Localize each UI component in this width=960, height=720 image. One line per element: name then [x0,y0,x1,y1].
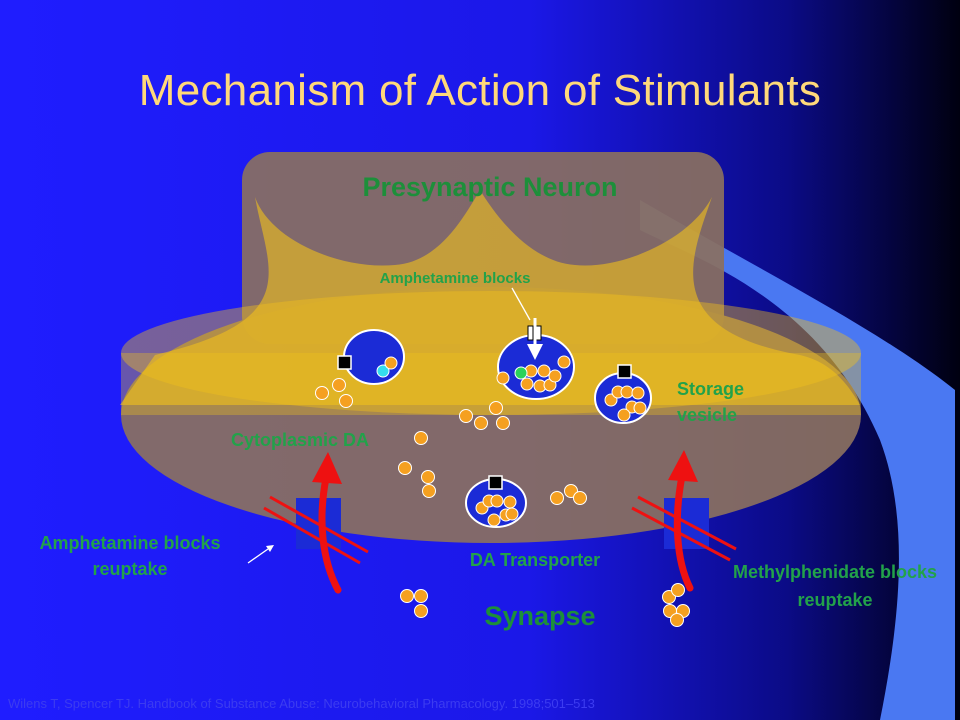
reuptake-arrow-right [668,450,698,592]
vesicle-bottom [465,475,527,528]
synapse-label: Synapse [484,601,596,631]
storage-vesicle-label: Storage vesicle [677,379,745,425]
da-transporter-label: DA Transporter [469,550,601,570]
light-blue-band [640,200,955,720]
citation: Wilens T, Spencer TJ. Handbook of Substa… [8,696,595,711]
inhibition-lines-left [263,495,369,565]
cytoplasmic-da-label: Cytoplasmic DA [230,430,370,450]
presynaptic-neuron-label: Presynaptic Neuron [362,172,618,202]
methylphenidate-blocks-reuptake-label: Methylphenidate blocks reuptake [732,562,938,610]
inhibition-lines-right [631,495,737,562]
amphetamine-blocks-reuptake-label: Amphetamine blocks reuptake [39,533,221,579]
cytoplasmic-dopamine [315,378,587,505]
vesicle-right [594,364,652,424]
vesicle-top-center [496,334,575,400]
glow-band [121,291,861,415]
pointer-arrow-left [247,545,274,564]
pointer-line-top [511,287,531,321]
glow-top [120,190,860,405]
vesicle-blocker-icon [527,318,543,360]
amphetamine-blocks-vesicle-label: Amphetamine blocks [379,270,531,287]
slide-title: Mechanism of Action of Stimulants [138,66,822,115]
vesicle-left [337,329,405,385]
reuptake-arrow-left [312,452,342,594]
synaptic-dopamine [400,583,690,627]
